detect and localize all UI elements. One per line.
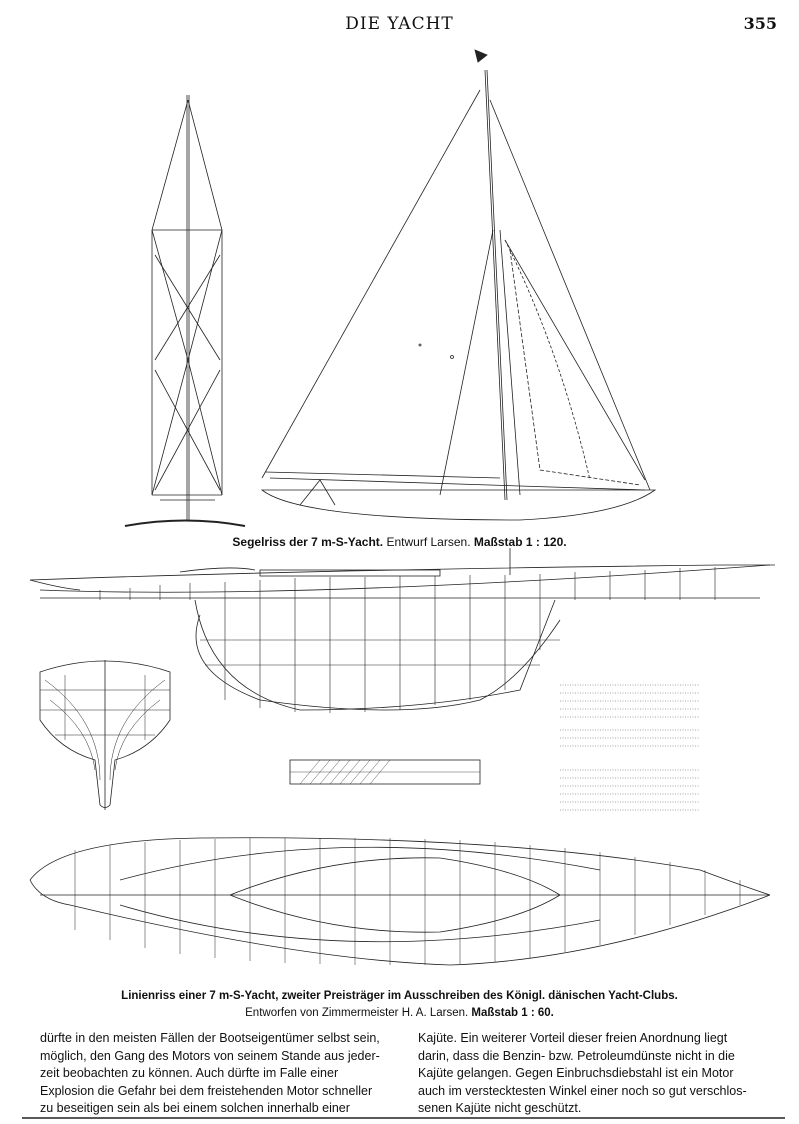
figure2-caption-scale: Maßstab 1 : 60. — [471, 1007, 554, 1019]
hull-profile — [29, 548, 775, 713]
mast-front-view — [124, 95, 246, 527]
sail-plan-side-view — [260, 49, 657, 521]
figure1-caption: Segelriss der 7 m-S-Yacht. Entwurf Larse… — [0, 535, 799, 549]
text-line: zeit beobachten zu können. Auch dürfte i… — [40, 1066, 339, 1080]
particulars-table — [560, 684, 700, 811]
body-plan — [39, 660, 171, 810]
scale-bar — [289, 759, 481, 785]
figure2-caption-author: Entworfen von Zimmermeister H. A. Larsen… — [245, 1007, 469, 1019]
text-line: darin, dass die Benzin- bzw. Petroleumdü… — [418, 1048, 735, 1063]
body-text-left-column: dürfte in den meisten Fällen der Bootsei… — [40, 1030, 390, 1118]
text-line: zu beseitigen sein als bei einem solchen… — [40, 1101, 350, 1115]
text-line: möglich, den Gang des Motors von seinem … — [40, 1048, 380, 1063]
figure1-caption-scale: Maßstab 1 : 120. — [473, 535, 567, 549]
half-breadth-plan — [29, 837, 771, 966]
text-line: senen Kajüte nicht geschützt. — [418, 1101, 582, 1115]
text-line: Kajüte gelangen. Gegen Einbruchsdiebstah… — [418, 1066, 734, 1080]
text-line: auch im versteckt­esten Winkel einer noc… — [418, 1083, 747, 1098]
text-line: Explosion die Gefahr bei dem freistehend… — [40, 1083, 373, 1098]
body-text-right-column: Kajüte. Ein weiterer Vorteil dieser frei… — [418, 1030, 768, 1118]
figure2-caption-line2: Entworfen von Zimmermeister H. A. Larsen… — [0, 1007, 799, 1019]
text-line: dürfte in den meisten Fällen der Bootsei… — [40, 1031, 380, 1045]
figure1-caption-author: Entwurf Larsen. — [386, 535, 471, 549]
figure2-caption-line1: Linienriss einer 7 m-S-Yacht, zweiter Pr… — [121, 990, 678, 1002]
figure1-caption-main: Segelriss der 7 m-S-Yacht. — [232, 535, 384, 549]
running-header-title: DIE YACHT — [345, 14, 454, 34]
page-number: 355 — [743, 14, 777, 33]
text-line: Kajüte. Ein weiterer Vorteil dieser frei… — [418, 1031, 728, 1045]
